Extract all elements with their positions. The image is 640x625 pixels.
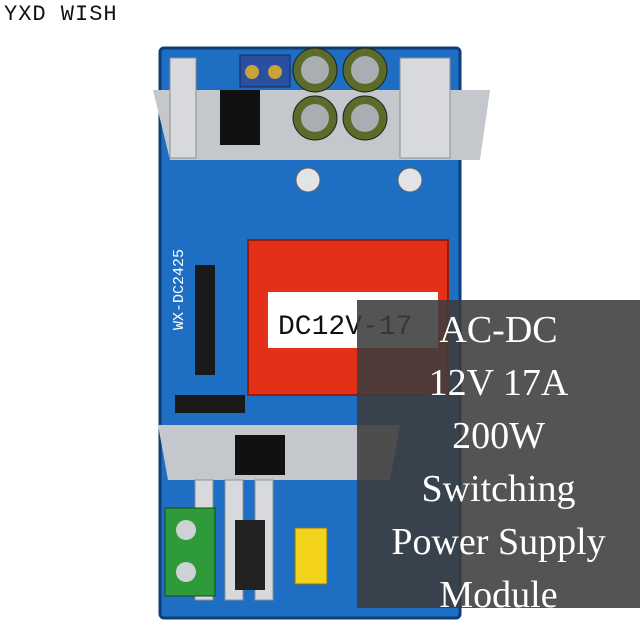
overlay-text: AC-DC 12V 17A 200W Switching Power Suppl… xyxy=(357,304,640,622)
overlay-line-power: 200W xyxy=(452,415,545,457)
overlay-line-type: AC-DC xyxy=(439,309,558,351)
screw xyxy=(397,167,423,193)
component-row xyxy=(175,395,245,413)
screw xyxy=(295,167,321,193)
overlay-line-power-supply: Power Supply xyxy=(391,521,606,563)
yellow-capacitor xyxy=(294,527,328,585)
overlay-line-rating: 12V 17A xyxy=(428,362,569,404)
silkscreen-label: WX-DC2425 xyxy=(171,249,188,330)
overlay-line-switching: Switching xyxy=(421,468,576,510)
overlay-line-module: Module xyxy=(439,574,558,616)
capacitors xyxy=(292,47,388,141)
ic-chip xyxy=(195,265,215,375)
info-overlay xyxy=(357,300,640,608)
inductor xyxy=(235,520,265,590)
brand-watermark: YXD WISH xyxy=(4,2,118,27)
bottom-terminal-block xyxy=(164,507,216,597)
